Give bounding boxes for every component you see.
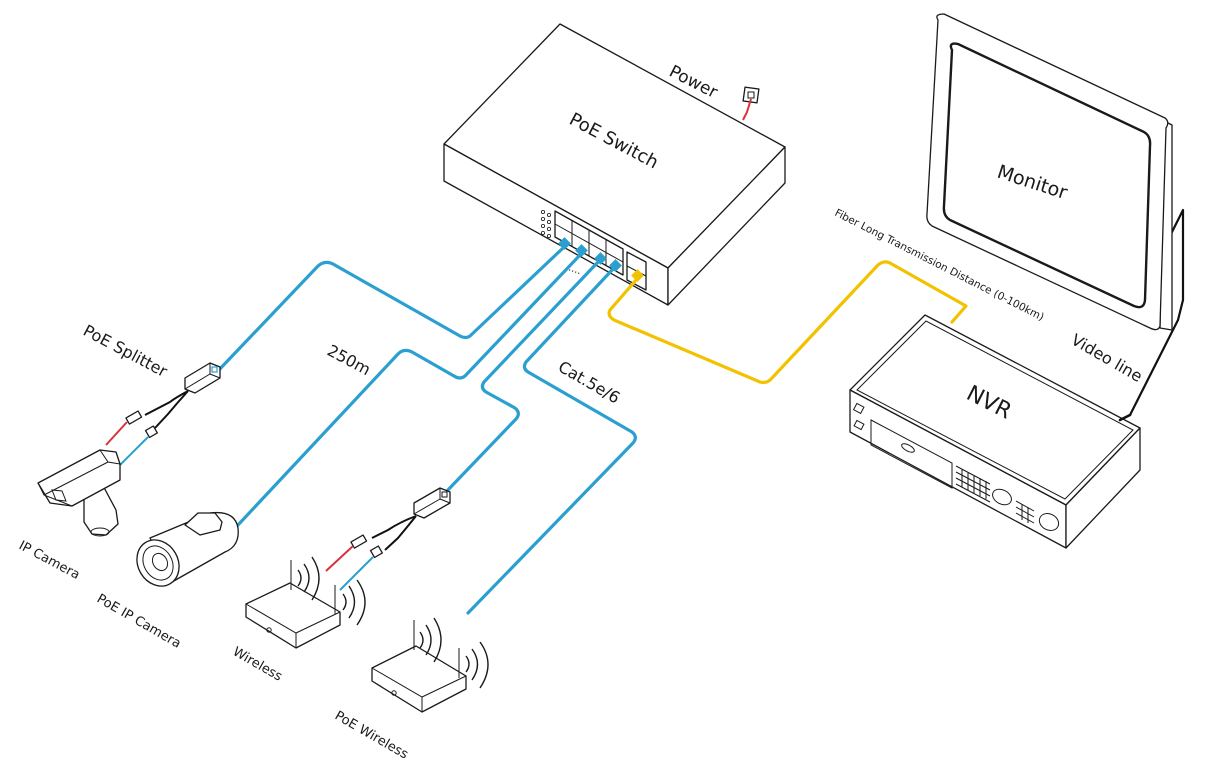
wifi-waves-icon (419, 617, 442, 663)
nvr-disk-tray (870, 419, 953, 489)
switch-status-leds (541, 209, 552, 238)
bullet-lens (151, 552, 169, 572)
nvr-disk-slot (901, 443, 915, 453)
poe-splitter-2 (325, 487, 451, 591)
ip-camera-label: IP Camera (16, 538, 82, 583)
poe-switch: PoE Switch Power .... (443, 23, 786, 306)
splitter-port (211, 366, 218, 373)
ethernet-cable-wireless (444, 260, 600, 494)
poe-wireless-label: PoE Wireless (332, 708, 411, 762)
nvr: NVR (849, 314, 1141, 549)
poe-ip-camera-label: PoE IP Camera (94, 591, 183, 651)
bullet-lens-ring (136, 539, 180, 587)
poe-splitter-1 (105, 362, 221, 466)
video-line-label: Video line (1068, 330, 1146, 386)
wireless-label: Wireless (230, 644, 285, 684)
router-body (371, 645, 467, 713)
nvr-button-grid-right (1015, 500, 1035, 524)
ethernet-cable-poe-ip-camera (236, 253, 582, 527)
splitter-dc-plug (350, 534, 368, 549)
nvr-button-grid-left (955, 465, 991, 503)
nvr-power-button-icon (852, 402, 865, 415)
distance-label: 250m (324, 341, 374, 379)
fiber-cable (607, 260, 968, 385)
power-cable (742, 98, 752, 121)
poe-wireless-router (371, 617, 489, 713)
nvr-jog-dial-right (1038, 513, 1060, 531)
monitor: Monitor (926, 13, 1185, 417)
router-body (245, 582, 341, 649)
router-led (391, 690, 397, 696)
video-cable (1118, 413, 1132, 422)
splitter-rj45-plug (369, 545, 383, 559)
nvr-jog-dial-left (992, 488, 1012, 506)
bullet-top (184, 512, 223, 536)
wifi-waves-icon (342, 579, 366, 626)
nvr-usb-port-icon (853, 419, 865, 431)
wifi-waves-icon (297, 556, 320, 601)
monitor-screen (942, 42, 1152, 309)
nvr-top-inset (856, 320, 1134, 500)
splitter-dc-plug (125, 410, 143, 425)
ethernet-cable-poe-splitter (214, 246, 565, 375)
camera-housing (37, 449, 121, 507)
wifi-waves-icon (465, 641, 489, 689)
monitor-stand (1128, 208, 1185, 417)
nvr-right (1065, 427, 1141, 549)
power-socket-plug (747, 91, 755, 99)
switch-right (667, 146, 786, 306)
splitter-port (441, 491, 448, 498)
ip-camera (37, 449, 121, 537)
poe-ip-camera (136, 511, 239, 587)
ethernet-cable-poe-wireless (466, 267, 637, 615)
switch-port-grid (554, 220, 624, 265)
router-led (266, 627, 272, 633)
splitter-rj45-plug (144, 425, 158, 439)
cable-type-label: Cat.5e/6 (555, 357, 623, 407)
poe-splitter-label: PoE Splitter (80, 321, 171, 381)
wireless-router (245, 556, 366, 649)
